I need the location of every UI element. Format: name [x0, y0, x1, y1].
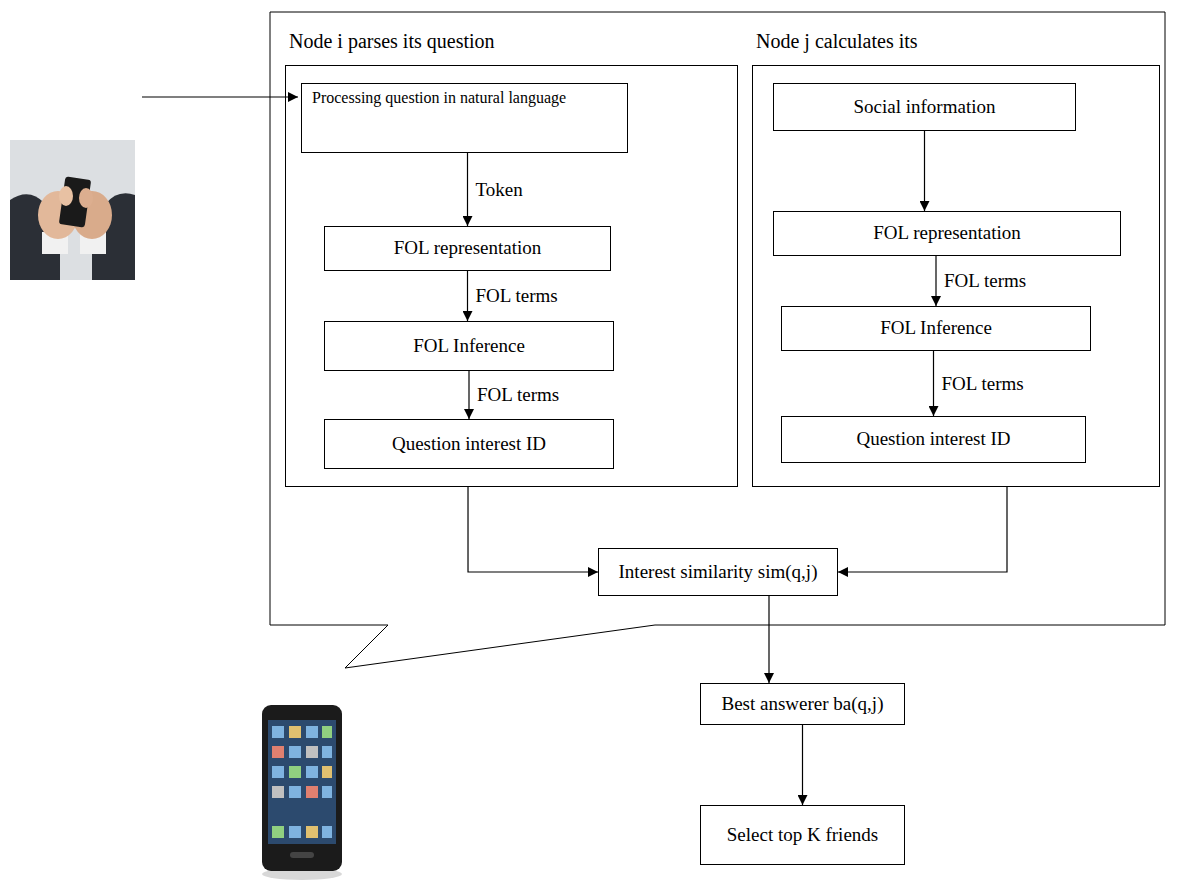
hands-photo [10, 140, 135, 280]
edge-label: FOL terms [474, 285, 560, 307]
process-box: Best answerer ba(q,j) [700, 683, 905, 725]
flow-arrow [768, 596, 769, 683]
callout-outline [270, 12, 1165, 668]
box-label: FOL Inference [413, 335, 525, 358]
process-box: Question interest ID [781, 416, 1086, 463]
box-label: Select top K friends [727, 824, 878, 847]
process-box: Question interest ID [324, 419, 614, 469]
panel-heading: Node i parses its question [289, 30, 740, 53]
flow-arrow [935, 256, 936, 306]
box-label: Question interest ID [392, 433, 546, 456]
process-box: Interest similarity sim(q,j) [598, 548, 838, 596]
box-label: Interest similarity sim(q,j) [619, 561, 818, 584]
box-label: Question interest ID [856, 428, 1010, 451]
flow-arrow [467, 271, 468, 321]
box-label: FOL Inference [880, 317, 992, 340]
box-label: FOL representation [873, 222, 1021, 245]
input-arrow [142, 96, 298, 97]
process-box: FOL Inference [324, 321, 614, 371]
process-box: FOL Inference [781, 306, 1091, 351]
box-label: FOL representation [394, 237, 542, 260]
process-panel: Processing question in natural languageF… [285, 65, 738, 487]
smartphone-image [262, 705, 342, 880]
process-box: FOL representation [773, 211, 1121, 256]
process-box: FOL representation [324, 226, 611, 271]
box-label: Processing question in natural language [312, 88, 566, 107]
flow-arrow [467, 153, 468, 226]
panel-heading: Node j calculates its [756, 30, 1162, 53]
edge-label: FOL terms [940, 373, 1026, 395]
edge-label: Token [474, 179, 525, 201]
box-label: Social information [854, 96, 996, 119]
process-box: Select top K friends [700, 805, 905, 865]
box-label: Best answerer ba(q,j) [722, 693, 884, 716]
flow-arrow [924, 131, 925, 211]
process-box: Processing question in natural language [301, 83, 628, 153]
edge-label: FOL terms [942, 270, 1028, 292]
edge-label: FOL terms [475, 384, 561, 406]
flow-arrow [933, 351, 934, 416]
flow-arrow [468, 371, 469, 419]
flow-arrow [468, 487, 598, 572]
process-box: Social information [773, 83, 1076, 131]
flow-arrow [838, 487, 1007, 572]
flow-arrow [802, 725, 803, 805]
